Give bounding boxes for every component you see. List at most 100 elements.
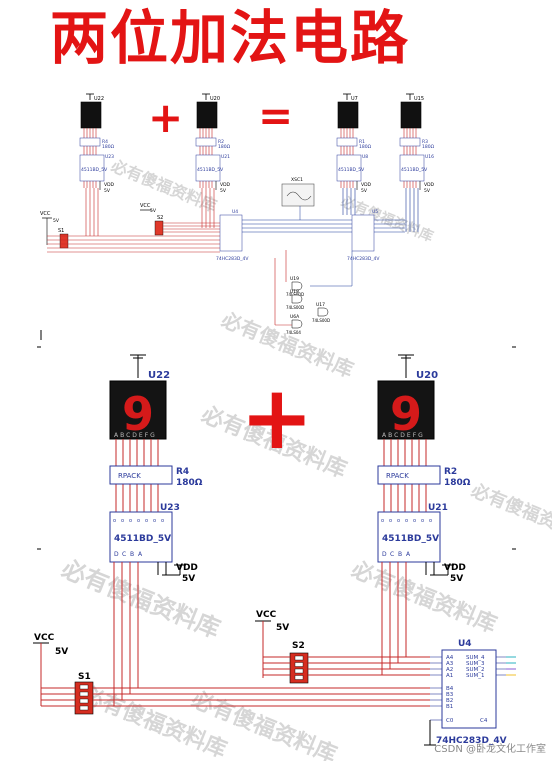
- vdd-voltage-label: 5V: [104, 188, 111, 194]
- switch-ref-label: S2: [292, 641, 305, 651]
- decoder-chip: [109, 511, 173, 563]
- segment-letters: ABCDEFG: [382, 432, 425, 439]
- pin-marker: o: [113, 518, 116, 524]
- vdd-voltage-label: 5V: [220, 188, 227, 194]
- switch-lever: [79, 691, 89, 697]
- decoder-ref-label: U21: [221, 154, 230, 160]
- vdd-label: VDD: [424, 182, 435, 188]
- adder-part-label: 74HC283D_4V: [436, 736, 507, 746]
- display-ref-label: U22: [94, 96, 104, 102]
- vdd-voltage-label: 5V: [182, 574, 195, 584]
- display-ref-label: U15: [414, 96, 424, 102]
- adder-part-label: 74HC283D_4V: [216, 256, 249, 262]
- adder-pin-label: A3: [446, 661, 454, 667]
- vcc-label: VCC: [256, 610, 277, 620]
- switch-lever: [294, 655, 304, 661]
- pin-marker: o: [153, 518, 156, 524]
- adder-pin-label: A4: [446, 655, 454, 661]
- decoder-chip: [79, 154, 105, 182]
- decoder-chip: [399, 154, 425, 182]
- seven-segment-display: [400, 101, 422, 129]
- resistor-value-label: 180Ω: [444, 478, 471, 488]
- decoder-pin-label: D: [382, 551, 387, 558]
- adder-pin-label: SUM_3: [466, 661, 485, 667]
- gate-part-label: 74LS00D: [312, 318, 330, 323]
- vdd-label: VDD: [361, 182, 372, 188]
- decoder-part-label: 4511BD_5V: [401, 167, 428, 173]
- adder-pin-label: A2: [446, 667, 453, 673]
- decoder-pin-label: B: [130, 551, 134, 558]
- adder-pin-label: B4: [446, 686, 454, 692]
- adder-pin-label: C0: [446, 718, 454, 724]
- logic-gate: [291, 281, 303, 291]
- decoder-pin-label: A: [138, 551, 143, 558]
- footer-credit: CSDN @卧龙文化工作室: [434, 744, 546, 755]
- display-digit: 9: [390, 387, 422, 441]
- adder-ref-label: U4: [232, 209, 238, 215]
- vcc-label: VCC: [140, 203, 151, 209]
- resistor-pack: [109, 465, 173, 485]
- resistor-ref-label: R4: [176, 467, 189, 477]
- resistor-pack: [195, 137, 217, 147]
- vdd-voltage-label: 5V: [450, 574, 463, 584]
- decoder-pin-label: C: [122, 551, 126, 558]
- gate-part-label: 74LS04: [286, 330, 301, 335]
- adder-pin-label: B3: [446, 692, 454, 698]
- switch-lever: [79, 698, 89, 704]
- seven-segment-display: [377, 380, 435, 440]
- gate-ref-label: U19: [290, 276, 299, 282]
- pin-marker: o: [413, 518, 416, 524]
- logic-gate: [317, 307, 329, 317]
- resistor-ref-label: R3: [422, 139, 428, 145]
- seven-segment-display: [337, 101, 359, 129]
- watermark-text: 必有傻福资料库: [348, 556, 501, 638]
- watermark-text: 必有傻福资料库: [467, 479, 552, 547]
- seven-segment-display: [80, 101, 102, 129]
- pin-marker: o: [121, 518, 124, 524]
- gate-ref-label: U17: [316, 302, 325, 308]
- rpack-label: RPACK: [386, 472, 409, 480]
- pin-marker: o: [381, 518, 384, 524]
- dip-switch: [74, 681, 94, 715]
- vcc-voltage-label: 5V: [55, 647, 68, 657]
- vdd-label: VDD: [444, 563, 466, 573]
- decoder-chip: [195, 154, 221, 182]
- seven-segment-display: [109, 380, 167, 440]
- plus-sign: +: [148, 93, 183, 142]
- pin-marker: o: [397, 518, 400, 524]
- resistor-pack: [377, 465, 441, 485]
- decoder-part-label: 4511BD_5V: [338, 167, 365, 173]
- decoder-ref-label: U21: [428, 503, 448, 513]
- decoder-pin-label: D: [114, 551, 119, 558]
- rpack-label: RPACK: [118, 472, 141, 480]
- adder-chip: [351, 214, 375, 252]
- vdd-label: VDD: [176, 563, 198, 573]
- pin-marker: o: [405, 518, 408, 524]
- decoder-pin-label: C: [390, 551, 394, 558]
- adder-pin-label: SUM_4: [466, 655, 485, 661]
- resistor-ref-label: R4: [102, 139, 108, 145]
- decoder-chip: [336, 154, 362, 182]
- adder-pin-label: SUM_1: [466, 673, 485, 679]
- switch-lever: [294, 668, 304, 674]
- gate-part-label: 74LS00D: [286, 305, 304, 310]
- equals-sign: =: [258, 91, 293, 140]
- pin-marker: o: [421, 518, 424, 524]
- vdd-voltage-label: 5V: [424, 188, 431, 194]
- vcc-voltage-label: 5V: [53, 218, 60, 224]
- dip-switch: [289, 652, 309, 684]
- pin-marker: o: [145, 518, 148, 524]
- vdd-label: VDD: [104, 182, 115, 188]
- decoder-pin-label: A: [406, 551, 411, 558]
- adder-pin-label: A1: [446, 673, 453, 679]
- resistor-pack: [79, 137, 101, 147]
- display-ref-label: U7: [351, 96, 358, 102]
- gate-ref-label: U6A: [290, 314, 300, 320]
- decoder-part-label: 4511BD_5V: [197, 167, 224, 173]
- display-digit: 9: [122, 387, 154, 441]
- resistor-value-label: 180Ω: [218, 144, 231, 150]
- pin-marker: o: [161, 518, 164, 524]
- vcc-voltage-label: 5V: [150, 208, 157, 214]
- adder-part-label: 74HC283D_4V: [347, 256, 380, 262]
